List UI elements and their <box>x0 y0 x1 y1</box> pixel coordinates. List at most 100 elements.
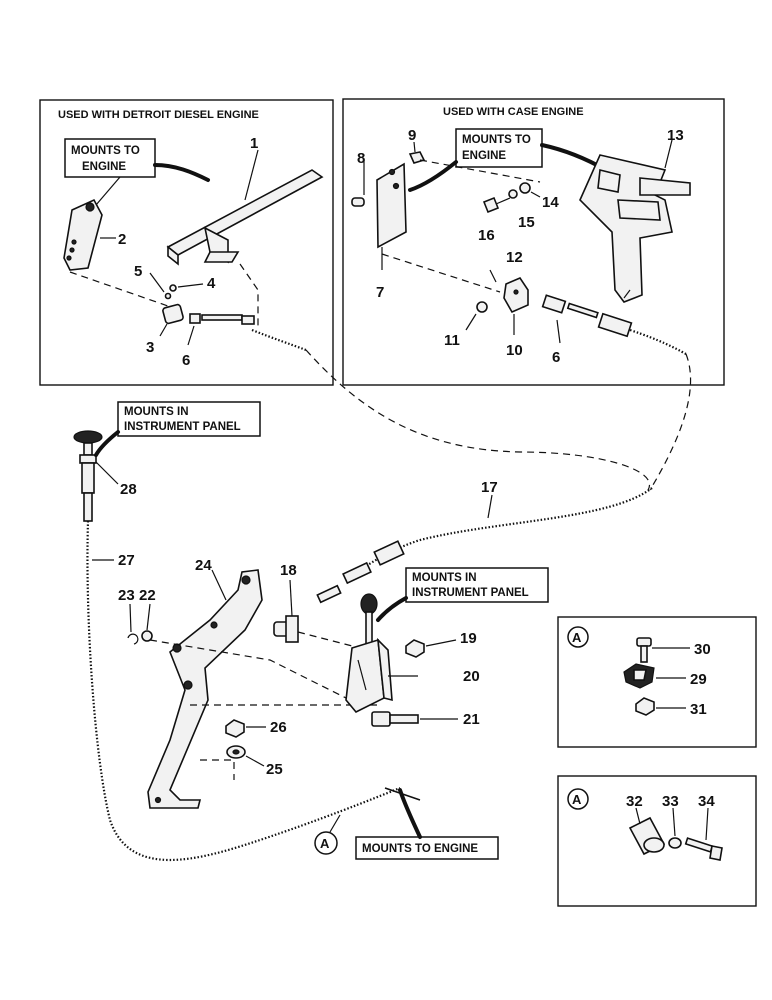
detail-a-marker-lower: A <box>567 788 589 810</box>
label-part-7: 7 <box>376 284 384 301</box>
push-pull-knob-part-28 <box>73 430 119 522</box>
washer-part-25 <box>226 745 265 767</box>
bracket-part-13 <box>579 139 691 303</box>
fitting-part-6-detroit <box>187 313 255 346</box>
clip-part-5 <box>149 272 172 300</box>
label-part-28: 28 <box>120 481 137 498</box>
lever-bracket-part-24 <box>147 569 263 809</box>
svg-text:MOUNTS IN: MOUNTS IN <box>412 572 477 584</box>
detail-a-marker-top: A <box>567 626 589 648</box>
washer-part-22 <box>141 603 153 642</box>
nut-part-26 <box>225 719 266 738</box>
label-part-11: 11 <box>444 332 460 349</box>
label-part-29: 29 <box>690 671 707 688</box>
detail-a-top-panel <box>557 616 757 748</box>
label-part-1: 1 <box>250 135 258 152</box>
swivel-part-3 <box>159 303 184 337</box>
label-part-9: 9 <box>408 127 416 144</box>
clamp-part-29 <box>623 663 686 689</box>
detroit-panel-title: USED WITH DETROIT DIESEL ENGINE <box>58 109 259 121</box>
label-part-10: 10 <box>506 342 523 359</box>
label-part-16: 16 <box>478 227 495 244</box>
label-part-20: 20 <box>463 668 480 685</box>
label-part-17: 17 <box>481 479 498 496</box>
svg-text:MOUNTS IN: MOUNTS IN <box>124 406 189 418</box>
detroit-assembly-line <box>69 271 169 307</box>
fitting-part-6-case <box>541 294 633 344</box>
case-assembly-dash-a <box>381 253 501 293</box>
svg-text:A: A <box>320 836 330 851</box>
label-part-32: 32 <box>626 793 643 810</box>
svg-text:MOUNTS TO ENGINE: MOUNTS TO ENGINE <box>362 843 478 855</box>
label-part-27: 27 <box>118 552 135 569</box>
svg-text:INSTRUMENT PANEL: INSTRUMENT PANEL <box>412 587 529 599</box>
label-part-22: 22 <box>139 587 156 604</box>
throttle-lever-part-20 <box>345 593 418 713</box>
pin-part-4 <box>169 283 204 292</box>
washer-part-15 <box>508 189 518 199</box>
spacer-part-32 <box>628 807 666 856</box>
label-part-15: 15 <box>518 214 535 231</box>
label-part-8: 8 <box>357 150 365 167</box>
svg-text:ENGINE: ENGINE <box>82 161 126 173</box>
svg-text:MOUNTS TO: MOUNTS TO <box>462 134 531 146</box>
bolt-part-16 <box>482 196 511 214</box>
case-mount-callout: MOUNTS TO ENGINE <box>408 128 608 192</box>
detroit-mount-callout: MOUNTS TO ENGINE <box>64 138 210 206</box>
lever-dash-c <box>200 759 235 780</box>
label-part-21: 21 <box>463 711 480 728</box>
label-part-14: 14 <box>542 194 559 211</box>
pin-part-11 <box>465 301 488 331</box>
svg-text:MOUNTS TO: MOUNTS TO <box>71 145 140 157</box>
detail-a-marker-bottom: A <box>314 814 341 855</box>
bracket-bar-part-1 <box>166 149 324 266</box>
case-engine-panel <box>342 98 725 386</box>
cable-route-case <box>649 353 692 491</box>
bolt-part-30 <box>636 637 690 663</box>
case-panel-title: USED WITH CASE ENGINE <box>443 106 584 118</box>
cable-end-fitting-17 <box>316 540 405 604</box>
svg-text:ENGINE: ENGINE <box>462 150 506 162</box>
clevis-part-10 <box>503 277 529 335</box>
nut-part-31 <box>635 697 686 716</box>
case-cable-end <box>629 328 687 355</box>
label-part-18: 18 <box>280 562 297 579</box>
label-part-2: 2 <box>118 231 126 248</box>
control-cable-part-27 <box>86 520 401 861</box>
label-part-30: 30 <box>694 641 711 658</box>
label-part-5: 5 <box>134 263 142 280</box>
label-part-23: 23 <box>118 587 135 604</box>
lever-arm-part-2 <box>63 198 116 271</box>
label-part-6-detroit: 6 <box>182 352 190 369</box>
plate-part-7 <box>376 162 407 270</box>
svg-text:A: A <box>572 630 582 645</box>
cable-part-17 <box>359 487 653 571</box>
label-part-24: 24 <box>195 557 212 574</box>
detail-a-bottom-panel <box>557 775 757 907</box>
label-part-12: 12 <box>506 249 523 266</box>
detroit-cable-end <box>251 328 307 352</box>
label-part-6-case: 6 <box>552 349 560 366</box>
label-part-3: 3 <box>146 339 154 356</box>
washer-part-14 <box>519 182 541 198</box>
svg-text:A: A <box>572 792 582 807</box>
nut-part-19 <box>405 639 457 658</box>
label-part-13: 13 <box>667 127 684 144</box>
label-part-33: 33 <box>662 793 679 810</box>
instrument-panel-callout-right: MOUNTS IN INSTRUMENT PANEL <box>376 567 549 622</box>
leader-17 <box>487 494 493 519</box>
label-part-25: 25 <box>266 761 283 778</box>
label-part-19: 19 <box>460 630 477 647</box>
tee-fitting-part-18 <box>273 579 361 649</box>
bolt-part-21 <box>371 711 458 727</box>
washer-part-33 <box>668 807 682 849</box>
case-assembly-dash-b <box>419 159 541 183</box>
label-part-34: 34 <box>698 793 715 810</box>
cable-route-detroit <box>305 349 651 491</box>
pin-part-8 <box>351 160 365 207</box>
clip-part-23 <box>127 603 139 645</box>
label-part-26: 26 <box>270 719 287 736</box>
lever-dash-a <box>149 639 351 701</box>
label-part-31: 31 <box>690 701 707 718</box>
detroit-engine-panel <box>39 99 334 386</box>
